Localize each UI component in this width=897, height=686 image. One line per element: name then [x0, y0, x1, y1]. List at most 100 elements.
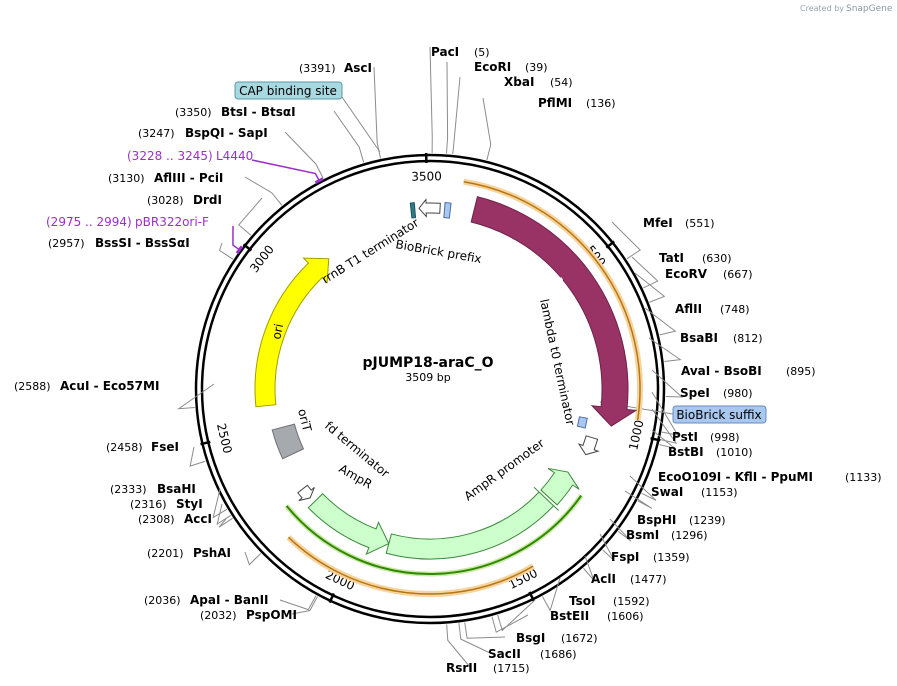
site-leader [497, 599, 536, 632]
site-leader [631, 256, 659, 289]
feature-araC[interactable] [470, 196, 638, 427]
feature-ampR[interactable] [385, 486, 560, 560]
feature-ampR-promoter-label: AmpR promoter [462, 436, 547, 503]
feature-ampR-promoter[interactable] [540, 467, 580, 506]
feature-ampR-body[interactable] [307, 493, 390, 556]
site-btsI[interactable]: BtsI - BtsαI [221, 105, 296, 119]
feature-ori[interactable] [254, 257, 330, 408]
site-bsaBI[interactable]: BsaBI [680, 331, 718, 345]
plasmid-name: pJUMP18-araC_O [362, 355, 493, 371]
site-leader [599, 533, 615, 562]
site-speI[interactable]: SpeI [680, 386, 710, 400]
site-bssSI[interactable]: BssSI - BssSαI [95, 236, 190, 250]
site-pstI-pos: (998) [710, 431, 740, 444]
site-aclI[interactable]: AclI [591, 572, 616, 586]
site-leader [491, 614, 529, 633]
biobrick-suffix-label: BioBrick suffix [676, 408, 761, 422]
site-mfeI-pos: (551) [685, 217, 715, 230]
biobrick-suffix-box[interactable] [672, 405, 767, 424]
site-leader [634, 272, 666, 303]
feature-rrnB-terminator[interactable] [418, 198, 441, 218]
site-pshAI[interactable]: PshAI [193, 546, 231, 560]
site-acuI[interactable]: AcuI - Eco57MI [60, 379, 159, 393]
site-bstBI[interactable]: BstBI [668, 445, 704, 459]
site-aflIII[interactable]: AflIII - PciI [154, 171, 223, 185]
site-apaI-pos: (2036) [144, 594, 181, 607]
site-pacI-pos: (5) [474, 46, 490, 59]
primer-leader [232, 225, 240, 251]
site-leader [189, 446, 206, 467]
site-ascI-pos: (3391) [299, 62, 336, 75]
cap-binding-label: CAP binding site [239, 84, 337, 98]
site-leader [238, 197, 263, 236]
site-drdI-pos: (3028) [147, 194, 184, 207]
orf-arc-green[interactable] [285, 494, 583, 575]
feature-lambda-t0-label: lambda t0 terminator [537, 298, 577, 427]
site-bsaHI[interactable]: BsaHI [157, 482, 196, 496]
site-bsgI[interactable]: BsgI [516, 631, 545, 645]
site-ecoRI[interactable]: EcoRI [474, 60, 511, 74]
site-fspI[interactable]: FspI [611, 550, 639, 564]
site-pstI[interactable]: PstI [672, 430, 698, 444]
site-bspHI[interactable]: BspHI [637, 513, 676, 527]
cap-binding-box[interactable] [234, 81, 343, 100]
site-pacI[interactable]: PacI [431, 45, 459, 59]
site-bsmI[interactable]: BsmI [626, 528, 659, 542]
site-ecoO109I[interactable]: EcoO109I - KflI - PpuMI [658, 470, 813, 484]
tick-mark-500 [605, 240, 615, 249]
site-leader [216, 503, 231, 526]
feature-oriT[interactable] [271, 423, 305, 460]
site-bsgI-pos: (1672) [561, 632, 598, 645]
site-acuI-pos: (2588) [14, 380, 51, 393]
site-accI[interactable]: AccI [184, 512, 212, 526]
site-accI-pos: (2308) [138, 513, 175, 526]
site-fspI-pos: (1359) [653, 551, 690, 564]
feature-lambda-t0[interactable] [577, 435, 600, 456]
site-xbaI[interactable]: XbaI [504, 75, 534, 89]
site-swaI[interactable]: SwaI [651, 485, 683, 499]
primer-l4440[interactable]: L4440 [216, 149, 253, 163]
feature-biobrick-prefix[interactable] [443, 202, 452, 219]
tick-mark-3000 [242, 243, 253, 252]
site-tatI[interactable]: TatI [659, 251, 684, 265]
site-bspQI-pos: (3247) [138, 127, 175, 140]
feature-cap-binding[interactable] [409, 202, 417, 219]
site-rsrII-pos: (1715) [493, 662, 530, 675]
site-styI[interactable]: StyI [176, 497, 203, 511]
site-sacII[interactable]: SacII [488, 647, 521, 661]
site-bstEII[interactable]: BstEII [550, 609, 589, 623]
site-avaI-pos: (895) [786, 365, 816, 378]
site-bspQI[interactable]: BspQI - SapI [185, 126, 268, 140]
site-apaI[interactable]: ApaI - BanII [190, 593, 269, 607]
site-tatI-pos: (630) [702, 252, 732, 265]
site-tsoI[interactable]: TsoI [569, 594, 595, 608]
site-ascI[interactable]: AscI [344, 61, 372, 75]
site-avaI[interactable]: AvaI - BsoBI [681, 364, 762, 378]
site-aflII[interactable]: AflII [675, 302, 702, 316]
feature-biobrick-suffix[interactable] [576, 416, 588, 429]
site-pspOMI[interactable]: PspOMI [246, 608, 297, 622]
site-ecoRI-pos: (39) [525, 61, 548, 74]
primer-mark[interactable] [235, 245, 244, 255]
site-bsaBI-pos: (812) [733, 332, 763, 345]
site-bspHI-pos: (1239) [689, 514, 726, 527]
primer-pbr322[interactable]: pBR322ori-F [135, 215, 209, 229]
feature-fd-terminator[interactable] [297, 484, 315, 502]
site-ecoRV[interactable]: EcoRV [665, 267, 708, 281]
site-pflMI[interactable]: PflMI [538, 96, 572, 110]
site-ecoO109I-pos: (1133) [845, 471, 882, 484]
site-leader [373, 66, 381, 159]
site-drdI[interactable]: DrdI [193, 193, 222, 207]
site-mfeI[interactable]: MfeI [643, 216, 673, 230]
orf-arc-lower[interactable] [287, 536, 534, 595]
orf-arc-upper[interactable] [463, 180, 641, 421]
site-leader [176, 383, 215, 410]
primer-mark[interactable] [314, 177, 324, 184]
site-leader [629, 475, 657, 501]
tick-label-3500: 3500 [411, 169, 442, 183]
cap-leader [341, 96, 381, 153]
site-rsrII[interactable]: RsrII [446, 661, 477, 675]
site-fseI[interactable]: FseI [151, 440, 179, 454]
